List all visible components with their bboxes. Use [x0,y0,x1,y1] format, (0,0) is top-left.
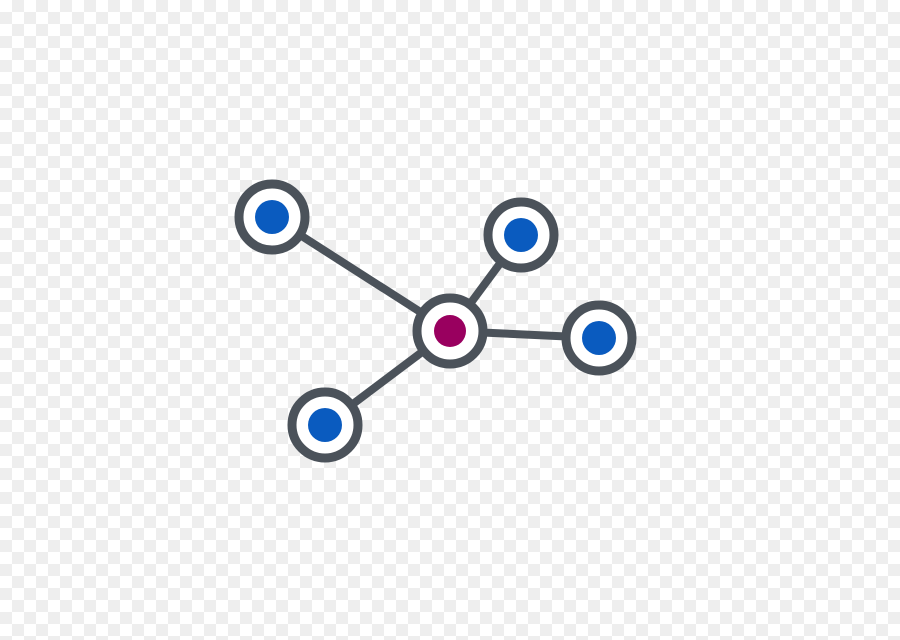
nodes-group [234,179,637,463]
node-bottom-left [287,387,363,463]
node-dot-bottom-left [308,408,342,442]
node-right [561,300,637,376]
node-hub [412,293,488,369]
node-dot-right [582,321,616,355]
node-top-left [234,179,310,255]
node-top-right [483,197,559,273]
node-dot-top-left [255,200,289,234]
node-dot-hub [434,315,466,347]
node-dot-top-right [504,218,538,252]
